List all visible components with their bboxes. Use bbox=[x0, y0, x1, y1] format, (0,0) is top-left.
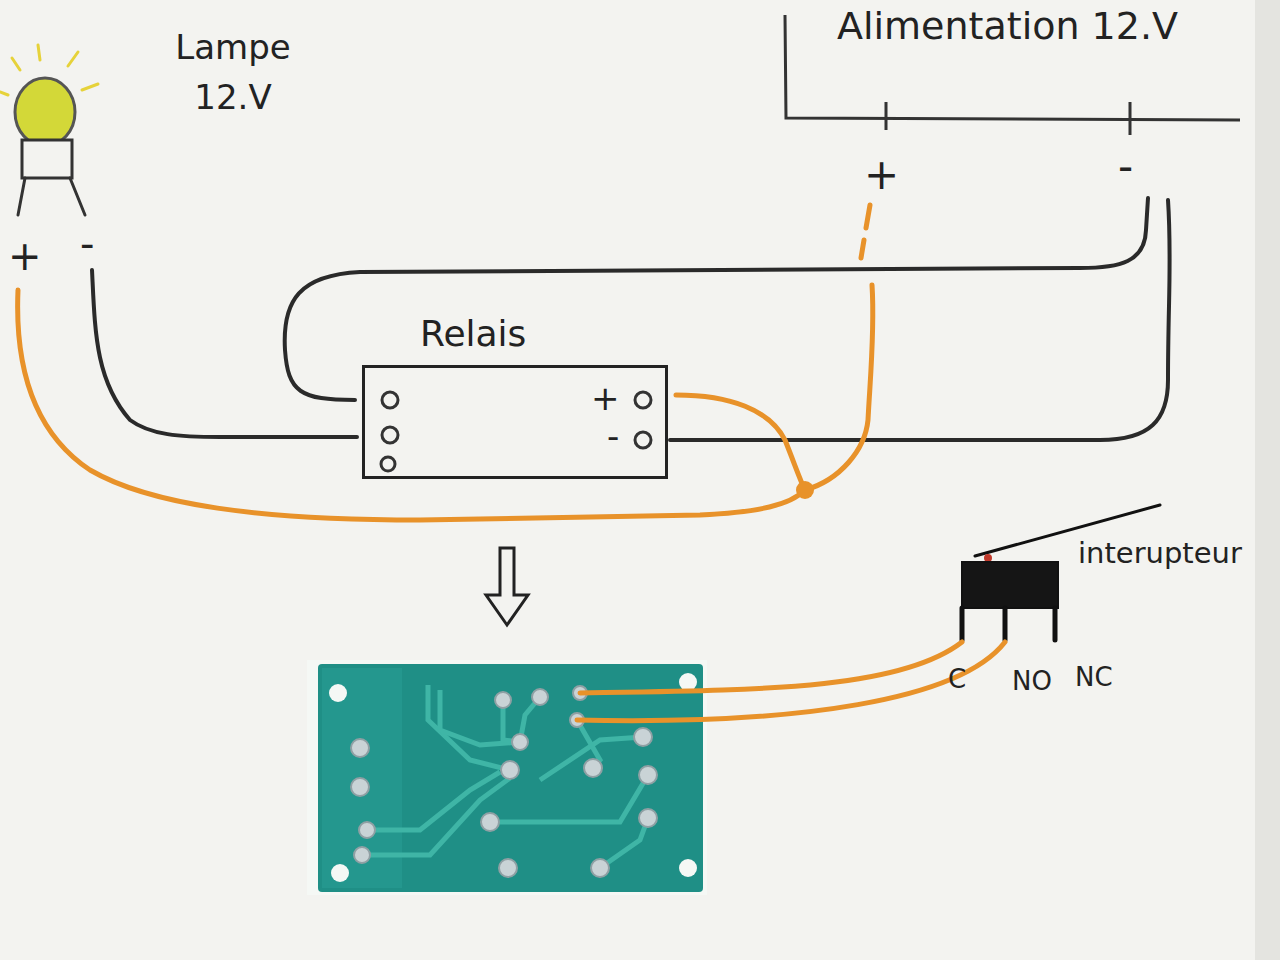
solder-pad bbox=[512, 734, 528, 750]
pole-sign: - bbox=[80, 220, 94, 268]
solder-pad bbox=[591, 859, 609, 877]
pcb-trace bbox=[490, 775, 648, 822]
paper-edge bbox=[1255, 0, 1280, 960]
switch-symbol bbox=[962, 562, 1058, 608]
pcb-trace bbox=[362, 685, 648, 868]
orange-wire bbox=[805, 285, 873, 490]
solder-pad bbox=[359, 822, 375, 838]
relay-title: Relais bbox=[420, 312, 526, 355]
black-wire bbox=[92, 198, 1170, 440]
terminal-circle bbox=[382, 427, 398, 443]
terminal-circle bbox=[381, 457, 395, 471]
lamp-symbol bbox=[82, 84, 98, 90]
orange-wire bbox=[18, 205, 1005, 721]
relay-pcb bbox=[679, 673, 697, 691]
solder-pad bbox=[351, 739, 369, 757]
lamp-label: Lampe 12.V bbox=[158, 22, 308, 122]
lamp-symbol bbox=[68, 52, 78, 66]
relay-pcb bbox=[307, 660, 707, 895]
wire-junction bbox=[796, 481, 814, 499]
terminal-circle bbox=[635, 392, 651, 408]
solder-pad bbox=[499, 859, 517, 877]
solder-pad bbox=[495, 692, 511, 708]
lamp-symbol bbox=[38, 45, 40, 60]
switch-symbol bbox=[962, 608, 1055, 640]
black-wire bbox=[285, 198, 1148, 400]
terminal-circle bbox=[635, 432, 651, 448]
pin-name: NO bbox=[1012, 666, 1052, 697]
terminal-sign: - bbox=[607, 416, 619, 457]
down-arrow bbox=[486, 548, 528, 625]
pin-name: C bbox=[948, 664, 966, 695]
pole-sign: - bbox=[1118, 142, 1133, 192]
solder-pad bbox=[354, 847, 370, 863]
lamp-symbol bbox=[0, 45, 98, 215]
solder-pad bbox=[481, 813, 499, 831]
lamp-symbol bbox=[12, 58, 20, 70]
relay-pcb bbox=[679, 859, 697, 877]
lamp-symbol bbox=[22, 140, 72, 178]
solder-pad bbox=[501, 761, 519, 779]
down-arrow bbox=[486, 548, 528, 625]
solder-pad bbox=[532, 689, 548, 705]
pcb-trace bbox=[600, 818, 648, 868]
relay-pcb bbox=[331, 864, 349, 882]
lamp-symbol bbox=[15, 78, 75, 146]
terminal-sign: + bbox=[591, 378, 620, 419]
solder-pad bbox=[634, 728, 652, 746]
relay-pcb bbox=[307, 660, 707, 895]
orange-wire bbox=[580, 642, 962, 693]
terminal-circle bbox=[382, 392, 398, 408]
pcb-trace bbox=[540, 737, 643, 780]
switch-symbol bbox=[984, 554, 992, 562]
power-supply-symbol bbox=[886, 102, 1130, 135]
solder-pad bbox=[351, 778, 369, 796]
lamp-symbol bbox=[18, 178, 85, 215]
solder-pad bbox=[351, 686, 657, 877]
switch-symbol bbox=[962, 505, 1160, 640]
switch-label: interupteur bbox=[1078, 536, 1242, 571]
power-label: Alimentation 12.V bbox=[835, 2, 1180, 50]
pin-name: NC bbox=[1075, 662, 1113, 693]
orange-wire bbox=[676, 395, 805, 490]
relay-pcb bbox=[329, 684, 347, 702]
solder-pad bbox=[584, 759, 602, 777]
solder-pad bbox=[639, 809, 657, 827]
orange-wire bbox=[577, 642, 1005, 721]
relay-pcb bbox=[318, 664, 703, 892]
lamp-symbol bbox=[0, 92, 8, 95]
pole-sign: + bbox=[864, 150, 899, 200]
relay-box: Relais+- bbox=[362, 365, 668, 479]
pole-sign: + bbox=[8, 232, 42, 280]
black-wire bbox=[92, 270, 357, 437]
solder-pad bbox=[639, 766, 657, 784]
orange-wire bbox=[18, 290, 805, 520]
orange-wire bbox=[861, 205, 870, 258]
pcb-trace bbox=[362, 778, 510, 855]
pcb-trace bbox=[440, 690, 520, 745]
